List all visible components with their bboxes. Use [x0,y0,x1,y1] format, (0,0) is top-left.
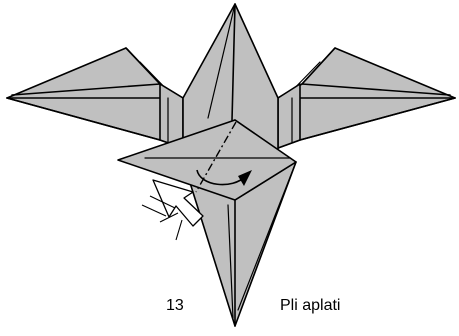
right-wing [278,48,455,148]
left-wing [7,48,183,148]
step-number: 13 [166,296,184,316]
step-instruction: Pli aplati [280,296,340,316]
